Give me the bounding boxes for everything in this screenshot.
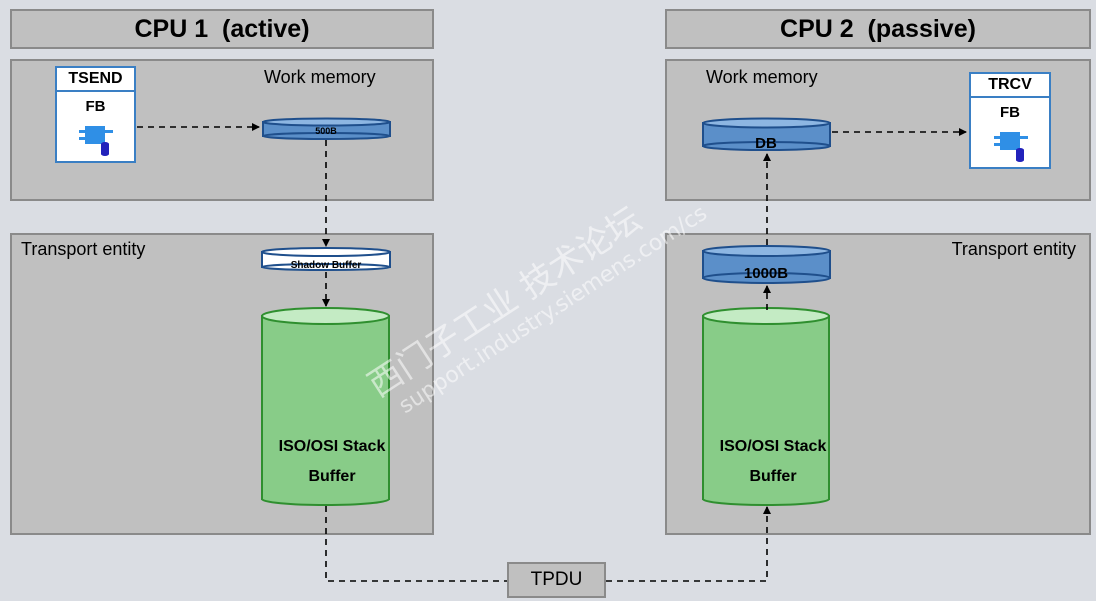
watermark-line2: support.industry.siemens.com/cs [395,201,712,419]
watermark: 西门子工业 技术论坛 support.industry.siemens.com/… [361,199,712,419]
watermark-line1: 西门子工业 技术论坛 [361,199,648,405]
function-block-icon [994,132,1028,162]
tpdu-label: TPDU [530,569,583,590]
cpu2-stack-buffer-cylinder [702,307,830,506]
shadow-buffer-cylinder: Shadow Buffer [261,247,391,271]
cpu1-transport-entity-label: Transport entity [21,239,146,259]
cpu2-stack-label-line1: ISO/OSI Stack [719,438,827,455]
buffer-500b-label: 500B [315,126,337,136]
cpu2-work-memory-label: Work memory [706,67,818,87]
cpu1-title-text: CPU 1 (active) [134,14,310,43]
cpu2-stack-label-line2: Buffer [749,468,797,485]
tsend-block-name: TSEND [57,68,134,92]
cpu1-stack-label-line2: Buffer [308,468,356,485]
line-stack-to-tpdu [325,506,507,582]
trcv-block: TRCV FB [969,72,1051,169]
buffer-1000b-label: 1000B [744,265,788,282]
buffer-500b-cylinder: 500B [262,117,391,140]
cpu1-stack-label-line1: ISO/OSI Stack [278,438,386,455]
arrow-tpdu-to-stack [606,506,771,582]
cpu1-work-memory-label: Work memory [264,67,376,87]
tsend-block: TSEND FB [55,66,136,163]
buffer-1000b-cylinder: 1000B [702,245,831,284]
cpu1-stack-buffer-cylinder [261,307,390,506]
function-block-icon [79,126,113,156]
db-cylinder: DB [702,117,831,152]
trcv-block-name: TRCV [971,74,1049,98]
trcv-block-type: FB [1000,104,1020,121]
tpdu-box: TPDU [507,562,606,598]
shadow-buffer-label: Shadow Buffer [291,260,362,271]
tsend-block-type: FB [85,98,106,115]
cpu1-title: CPU 1 (active) [10,9,434,49]
cpu2-transport-entity-label: Transport entity [951,239,1076,259]
cpu2-title-text: CPU 2 (passive) [780,14,976,43]
cpu2-title: CPU 2 (passive) [665,9,1091,49]
db-label: DB [755,135,777,152]
